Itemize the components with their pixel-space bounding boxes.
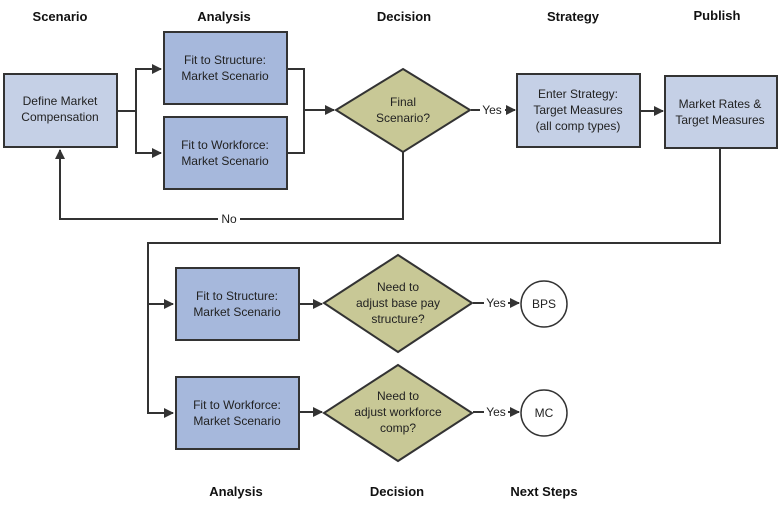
node-need-workforce: Need to adjust workforce comp?: [322, 363, 474, 463]
header-scenario: Scenario: [33, 9, 88, 24]
label-no-final: No: [221, 212, 237, 226]
label-yes-base-pay: Yes: [486, 296, 506, 310]
node-text: Need to: [377, 389, 419, 403]
node-text: Enter Strategy:: [538, 87, 618, 101]
edge-publish-to-bottom: [147, 148, 721, 414]
node-text: Target Measures: [533, 103, 622, 117]
node-text: Compensation: [21, 110, 98, 124]
node-need-base-pay: Need to adjust base pay structure?: [322, 253, 474, 354]
node-text: adjust workforce: [354, 405, 442, 419]
node-define-market: Define Market Compensation: [3, 73, 118, 148]
node-enter-strategy: Enter Strategy: Target Measures (all com…: [516, 73, 641, 148]
node-fit-workforce-bottom: Fit to Workforce: Market Scenario: [175, 376, 300, 450]
node-text: Fit to Workforce:: [181, 138, 269, 152]
node-text: MC: [535, 406, 554, 420]
node-fit-workforce-top: Fit to Workforce: Market Scenario: [163, 116, 288, 190]
header-strategy: Strategy: [547, 9, 600, 24]
node-text: comp?: [380, 421, 416, 435]
node-text: Define Market: [23, 94, 98, 108]
edge-analysis-merge: [287, 68, 305, 154]
node-mc: MC: [520, 389, 568, 437]
header-bottom-analysis: Analysis: [209, 484, 262, 499]
node-text: Fit to Structure:: [184, 53, 266, 67]
label-yes-workforce: Yes: [486, 405, 506, 419]
node-text: Market Rates &: [679, 97, 762, 111]
node-bps: BPS: [520, 280, 568, 328]
node-text: BPS: [532, 297, 556, 311]
node-text: Final: [390, 95, 416, 109]
node-text: Scenario?: [376, 111, 430, 125]
edge-no-right: [240, 152, 404, 220]
node-text: Target Measures: [675, 113, 764, 127]
node-text: (all comp types): [536, 119, 621, 133]
node-fit-structure-bottom: Fit to Structure: Market Scenario: [175, 267, 300, 341]
header-decision: Decision: [377, 9, 431, 24]
node-text: Market Scenario: [193, 414, 281, 428]
label-yes-final: Yes: [482, 103, 502, 117]
header-bottom-decision: Decision: [370, 484, 424, 499]
node-text: Market Scenario: [193, 305, 281, 319]
header-publish: Publish: [694, 8, 741, 23]
node-final-scenario: Final Scenario?: [334, 67, 472, 154]
header-analysis: Analysis: [197, 9, 250, 24]
header-next-steps: Next Steps: [510, 484, 577, 499]
node-text: Market Scenario: [181, 69, 269, 83]
node-text: structure?: [371, 312, 425, 326]
node-text: Market Scenario: [181, 154, 269, 168]
node-fit-structure-top: Fit to Structure: Market Scenario: [163, 31, 288, 105]
edge-define-to-structure: [117, 64, 162, 112]
edge-define-to-workforce: [135, 111, 162, 158]
node-text: Need to: [377, 280, 419, 294]
edge-no-left: [55, 149, 218, 220]
node-text: adjust base pay: [356, 296, 440, 310]
node-market-rates: Market Rates & Target Measures: [664, 75, 778, 149]
node-text: Fit to Structure:: [196, 289, 278, 303]
node-text: Fit to Workforce:: [193, 398, 281, 412]
